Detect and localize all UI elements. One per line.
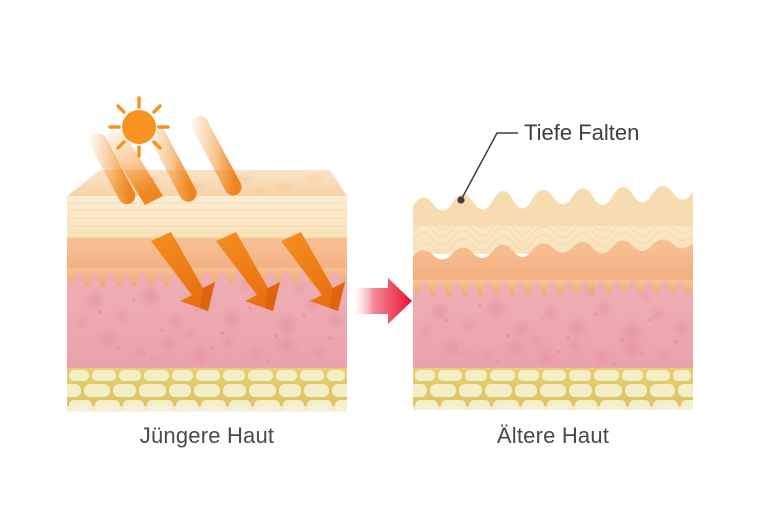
- annotation-label: Tiefe Falten: [524, 120, 640, 145]
- annotation-leader-line: [457, 132, 518, 204]
- sun-icon: [108, 96, 170, 158]
- uv-penetration-arrows: [151, 232, 345, 311]
- uv-arrow: [216, 232, 280, 311]
- caption-older-skin: Ältere Haut: [496, 423, 610, 448]
- uv-arrow: [281, 232, 345, 311]
- panel-older-skin: [413, 186, 693, 410]
- corneum-lines-right: [413, 204, 693, 253]
- layer-dermis-right: [413, 280, 693, 368]
- annotation-dot: [457, 196, 465, 204]
- layer-dermis-left: [67, 268, 347, 368]
- rete-ridge-boundary-left: [67, 268, 347, 288]
- dermis-dots-left: [98, 298, 332, 364]
- panel-younger-skin: [67, 96, 347, 412]
- caption-younger-skin: Jüngere Haut: [139, 423, 275, 448]
- dermis-texture-right: [422, 288, 688, 365]
- fat-cells-left: [67, 370, 347, 410]
- rete-ridge-boundary-right: [413, 279, 693, 298]
- uv-arrow: [151, 232, 215, 311]
- dermis-dots-right: [444, 304, 678, 366]
- fat-cells-right: [413, 370, 693, 410]
- aging-arrow: [352, 278, 412, 324]
- layer-stratum-corneum-left: [67, 196, 347, 238]
